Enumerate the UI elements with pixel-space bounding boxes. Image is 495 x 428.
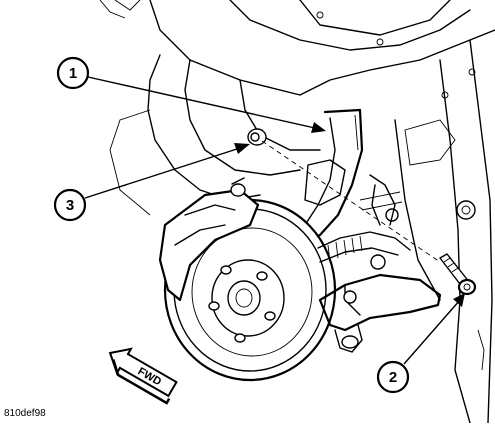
callout-3-arrowhead bbox=[234, 143, 250, 154]
callout-1-number: 1 bbox=[69, 65, 77, 82]
steering-knuckle-upper bbox=[298, 108, 364, 247]
part-2-bolt bbox=[439, 253, 477, 296]
fwd-arrow-icon: FWD bbox=[108, 347, 178, 405]
callout-1-arrowhead bbox=[311, 122, 326, 133]
inner-fender-shield bbox=[109, 54, 321, 216]
callout-2: 2 bbox=[376, 293, 465, 394]
callout-3: 3 bbox=[53, 143, 250, 222]
callout-2-arrowhead bbox=[453, 293, 465, 307]
callout-1: 1 bbox=[56, 56, 326, 133]
tie-rod-assembly bbox=[317, 174, 411, 270]
lower-control-arm bbox=[318, 273, 442, 353]
callout-3-number: 3 bbox=[66, 197, 74, 214]
callout-2-number: 2 bbox=[389, 369, 397, 386]
brake-caliper bbox=[158, 177, 260, 302]
part-3-nut bbox=[247, 128, 267, 146]
body-frame-rail bbox=[99, 0, 495, 424]
figure-code: 810def98 bbox=[4, 408, 46, 419]
wheel-studs bbox=[208, 265, 276, 343]
